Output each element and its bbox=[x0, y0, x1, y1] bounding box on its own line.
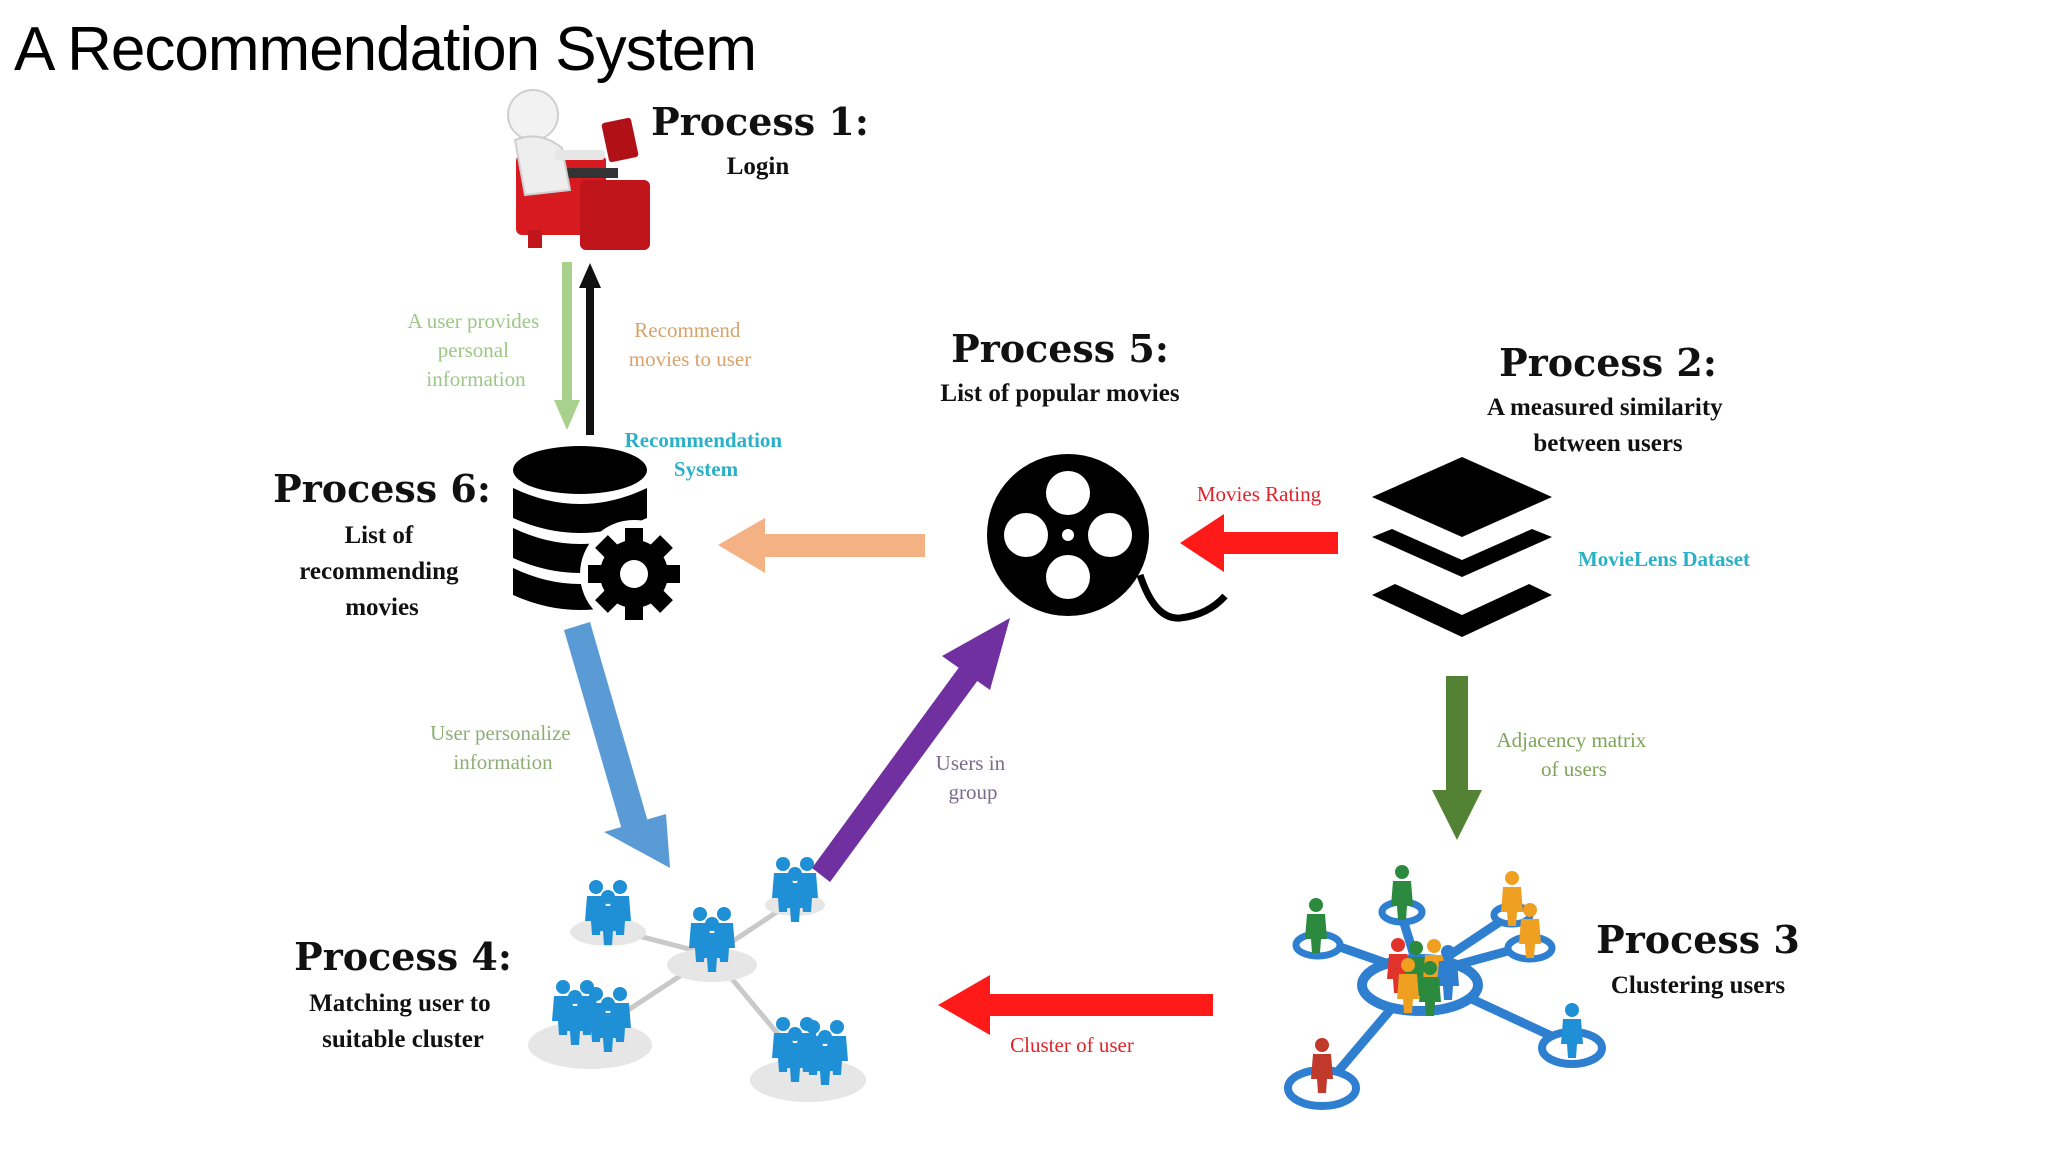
process-5-title: Process 5: bbox=[951, 326, 1169, 371]
film-reel-icon bbox=[987, 454, 1228, 622]
process-1-subtitle: Login bbox=[727, 153, 790, 180]
adjacency-label: Adjacency matrix of users bbox=[1496, 728, 1651, 781]
process-3-title: Process 3 bbox=[1596, 917, 1800, 962]
cluster-of-user-label: Cluster of user bbox=[1010, 1033, 1134, 1057]
user-provides-label: A user provides personal information bbox=[407, 309, 544, 391]
clustering-users-icon bbox=[1284, 865, 1606, 1110]
process-4-title: Process 4: bbox=[294, 934, 512, 979]
process-2-subtitle: A measured similarity between users bbox=[1487, 394, 1729, 457]
slide-title: A Recommendation System bbox=[14, 15, 757, 84]
user-personalize-arrow bbox=[564, 622, 670, 868]
movies-rating-arrow bbox=[1180, 514, 1338, 572]
popular-to-recommend-arrow bbox=[718, 518, 925, 573]
recommend-movies-label: Recommend movies to user bbox=[629, 318, 751, 371]
matching-cluster-icon bbox=[528, 857, 866, 1102]
process-6-title: Process 6: bbox=[273, 466, 491, 511]
provide-info-arrow bbox=[554, 262, 580, 430]
process-6-subtitle: List of recommending movies bbox=[299, 522, 465, 621]
users-in-group-arrow bbox=[812, 618, 1010, 882]
users-in-group-label: Users in group bbox=[936, 751, 1011, 804]
user-personalize-label: User personalize information bbox=[430, 721, 576, 774]
process-3-subtitle: Clustering users bbox=[1611, 972, 1786, 999]
cluster-of-user-arrow bbox=[938, 975, 1213, 1035]
recommendation-system-label: Recommendation System bbox=[625, 428, 788, 481]
adjacency-arrow bbox=[1432, 676, 1482, 840]
process-5-subtitle: List of popular movies bbox=[940, 380, 1179, 407]
dataset-layers-icon bbox=[1372, 457, 1552, 637]
movielens-label: MovieLens Dataset bbox=[1578, 547, 1750, 571]
database-gear-icon bbox=[513, 446, 688, 628]
process-4-subtitle: Matching user to suitable cluster bbox=[309, 990, 497, 1053]
movies-rating-label: Movies Rating bbox=[1197, 482, 1322, 506]
login-user-icon bbox=[507, 89, 650, 250]
process-1-title: Process 1: bbox=[651, 99, 869, 144]
process-2-title: Process 2: bbox=[1499, 340, 1717, 385]
recommend-arrow bbox=[579, 263, 601, 435]
